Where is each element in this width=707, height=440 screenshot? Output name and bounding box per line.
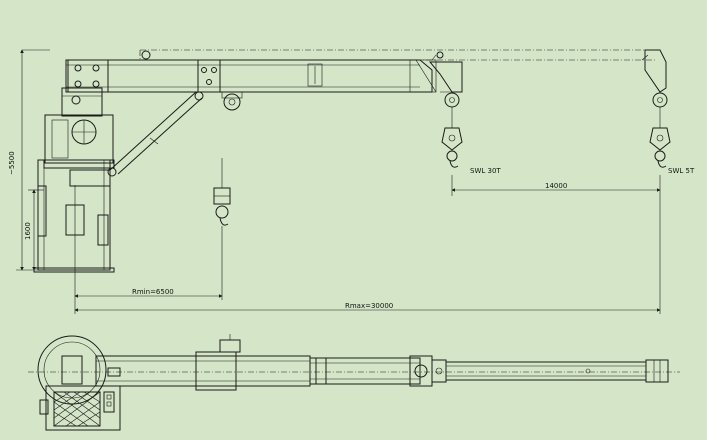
hook-near — [441, 107, 463, 168]
hook-far — [649, 107, 671, 168]
main-boom — [65, 59, 437, 111]
slewing-housing — [43, 114, 115, 187]
plan-view — [28, 334, 680, 431]
dim-extension — [451, 175, 661, 314]
hook-rmin — [213, 158, 231, 226]
label-base-height: 1600 — [24, 222, 32, 240]
side-elevation: SWL 30T SWL 5T ~5500 1600 14000 Rmin=65 — [8, 49, 695, 314]
label-rmin: Rmin=6500 — [132, 288, 174, 296]
king-post — [61, 87, 103, 117]
dim-rmin — [74, 226, 223, 314]
label-overall-height: ~5500 — [8, 151, 16, 175]
boom-plan — [95, 334, 669, 391]
luffing-cylinder — [107, 91, 204, 177]
label-swl-far: SWL 5T — [668, 167, 695, 175]
pedestal — [33, 159, 115, 273]
label-rmax: Rmax=30000 — [345, 302, 393, 310]
power-pack — [39, 367, 121, 431]
dim-base-height — [28, 189, 44, 271]
label-swl-near: SWL 30T — [470, 167, 501, 175]
boom-head — [428, 61, 463, 108]
label-extension: 14000 — [545, 182, 567, 190]
dim-overall-height — [16, 49, 50, 271]
extended-jib — [139, 49, 668, 108]
